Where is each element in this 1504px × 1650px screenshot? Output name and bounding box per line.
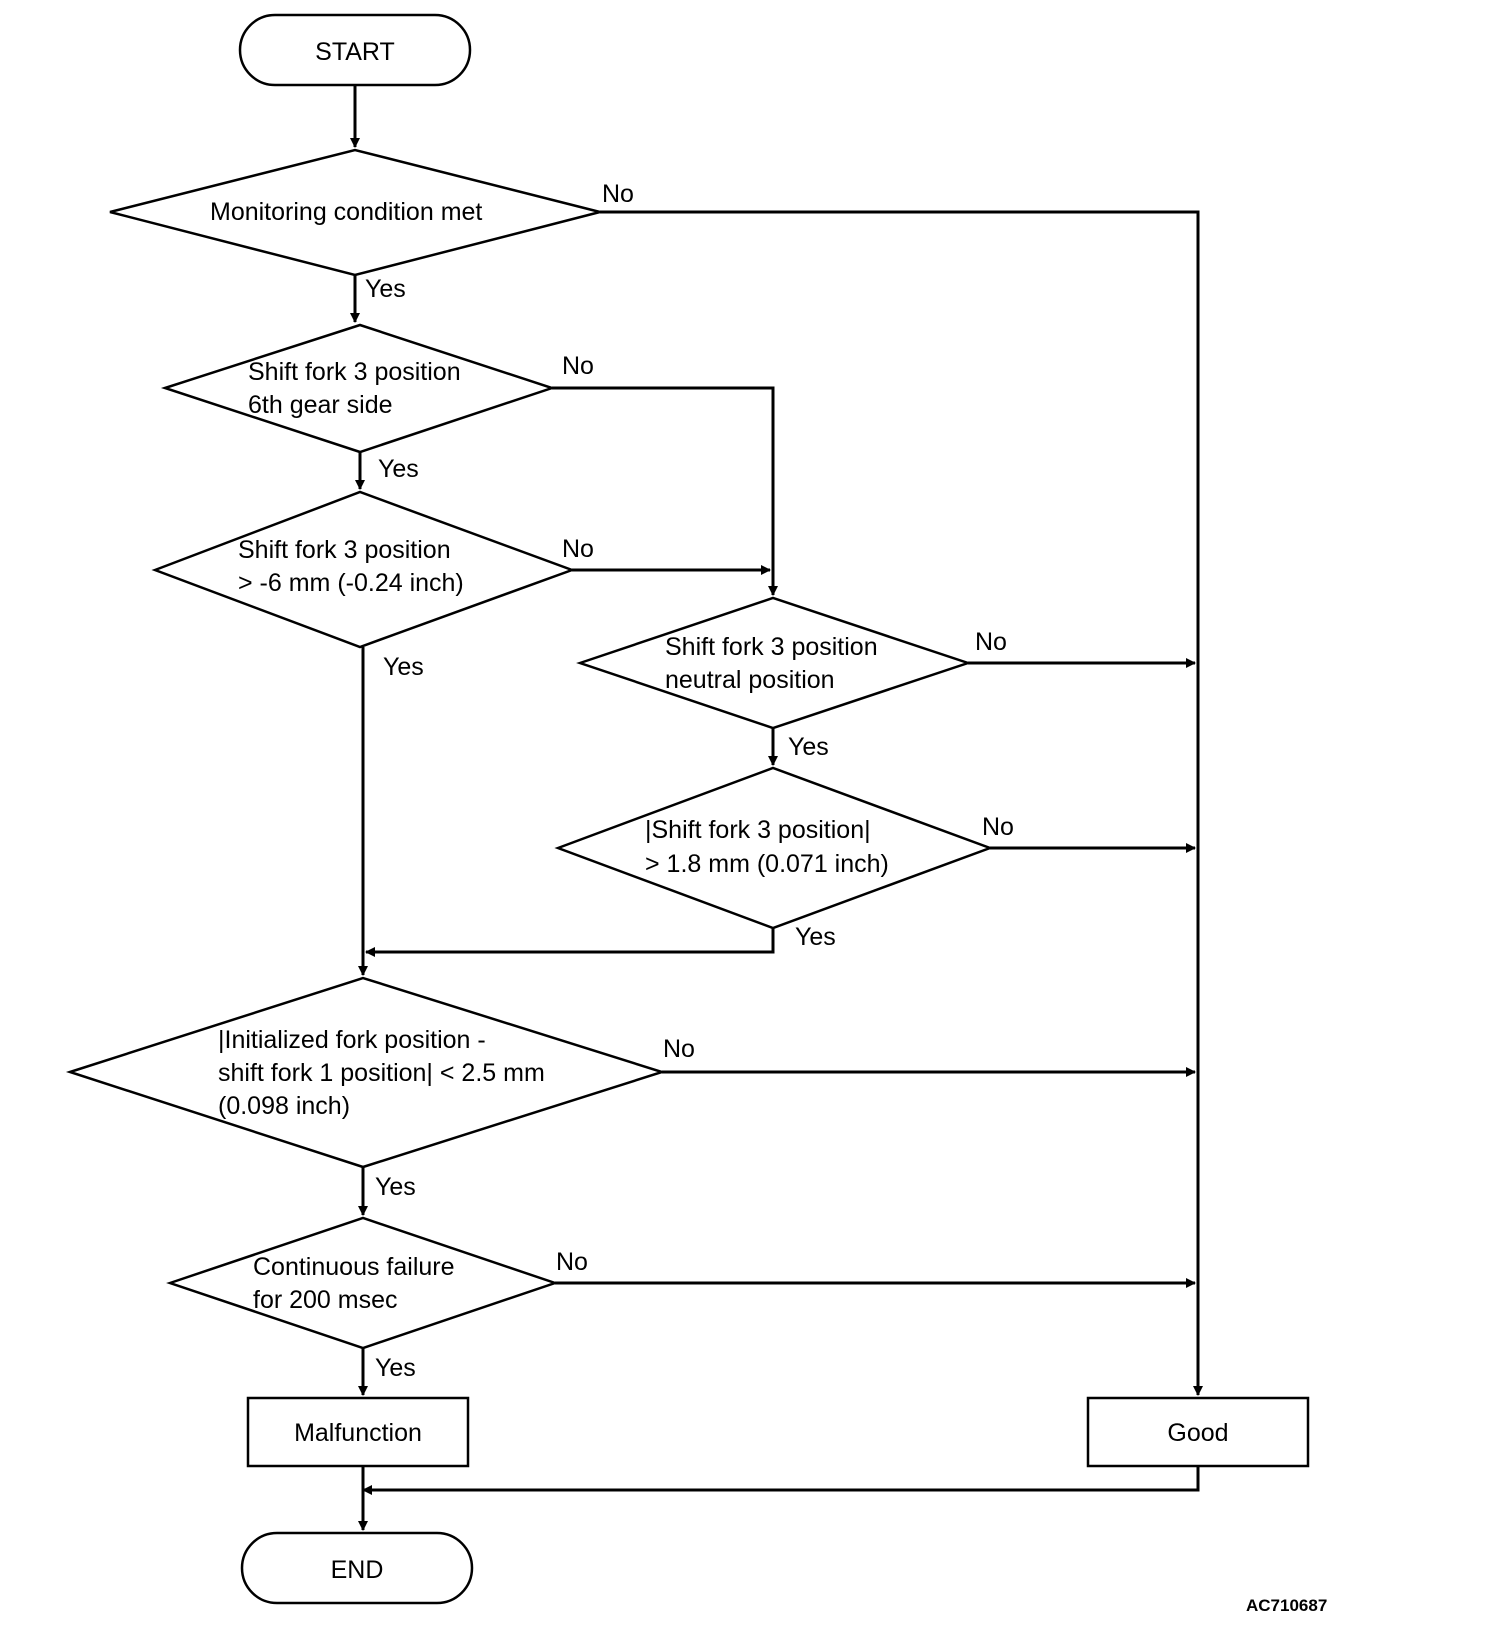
start-label: START	[315, 38, 395, 66]
decision-monitoring-condition: Monitoring condition met	[109, 148, 601, 277]
yes-label-d6: Yes	[375, 1173, 416, 1201]
good-box: Good	[1086, 1396, 1310, 1468]
yes-label-d1: Yes	[365, 275, 406, 303]
start-terminal: START	[238, 13, 472, 87]
decision-initialized-fork-position-line-2: shift fork 1 position| < 2.5 mm	[218, 1059, 545, 1087]
decision-continuous-failure: Continuous failure for 200 msec	[166, 1216, 559, 1350]
no-label-d6: No	[663, 1035, 695, 1063]
decision-monitoring-condition-line-1: Monitoring condition met	[210, 198, 482, 226]
connector-d1-no	[600, 210, 1203, 1396]
connector-d2-no	[552, 386, 778, 596]
no-label-d4: No	[975, 628, 1007, 656]
no-label-d2: No	[562, 352, 594, 380]
malfunction-label: Malfunction	[294, 1419, 422, 1447]
malfunction-box: Malfunction	[246, 1396, 470, 1468]
decision-continuous-failure-line-1: Continuous failure	[253, 1253, 455, 1281]
decision-6th-gear-side-line-1: Shift fork 3 position	[248, 358, 461, 386]
decision-greater-than-6mm-line-2: > -6 mm (-0.24 inch)	[238, 569, 464, 597]
yes-label-d4: Yes	[788, 733, 829, 761]
decision-neutral-position: Shift fork 3 position neutral position	[576, 596, 972, 730]
decision-greater-than-1-8mm-line-1: |Shift fork 3 position|	[645, 816, 871, 844]
decision-greater-than-6mm-line-1: Shift fork 3 position	[238, 536, 451, 564]
decision-greater-than-1-8mm-line-2: > 1.8 mm (0.071 inch)	[645, 850, 889, 878]
decision-6th-gear-side-line-2: 6th gear side	[248, 391, 393, 419]
decision-neutral-position-line-1: Shift fork 3 position	[665, 633, 878, 661]
good-label: Good	[1167, 1419, 1228, 1447]
yes-label-d2: Yes	[378, 455, 419, 483]
decision-initialized-fork-position-line-3: (0.098 inch)	[218, 1092, 350, 1120]
decision-initialized-fork-position-line-1: |Initialized fork position -	[218, 1026, 486, 1054]
decision-continuous-failure-line-2: for 200 msec	[253, 1286, 398, 1314]
yes-label-d3: Yes	[383, 653, 424, 681]
no-label-d5: No	[982, 813, 1014, 841]
end-terminal: END	[240, 1531, 474, 1605]
connector-d5-yes	[365, 928, 775, 957]
figure-code: AC710687	[1246, 1596, 1327, 1615]
decision-greater-than-6mm: Shift fork 3 position > -6 mm (-0.24 inc…	[151, 490, 576, 649]
no-label-d7: No	[556, 1248, 588, 1276]
decision-initialized-fork-position: |Initialized fork position - shift fork …	[65, 976, 667, 1169]
no-label-d3: No	[562, 535, 594, 563]
end-label: END	[331, 1556, 384, 1584]
yes-label-d7: Yes	[375, 1354, 416, 1382]
decision-greater-than-1-8mm: |Shift fork 3 position| > 1.8 mm (0.071 …	[554, 766, 994, 930]
yes-label-d5: Yes	[795, 923, 836, 951]
decision-neutral-position-line-2: neutral position	[665, 666, 835, 694]
decision-6th-gear-side: Shift fork 3 position 6th gear side	[160, 323, 556, 454]
connector-good-to-end	[362, 1466, 1200, 1495]
no-label-d1: No	[602, 180, 634, 208]
